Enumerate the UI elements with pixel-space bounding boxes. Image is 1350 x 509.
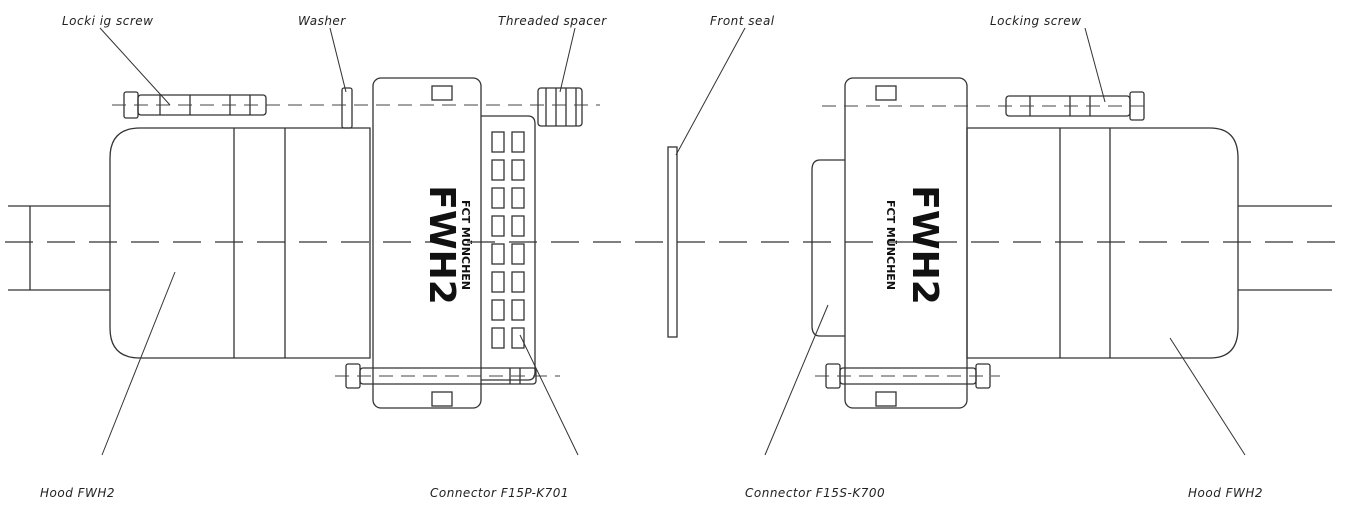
cable-left [8, 205, 110, 291]
cable-right [1238, 205, 1332, 291]
label-locking-screw-left: Locki ig screw [62, 14, 154, 28]
housing-right-text: FWH2 FCT MÜNCHEN [884, 185, 945, 304]
leader-washer [329, 27, 347, 93]
housing-left-model: FWH2 [421, 185, 462, 304]
hood-left [109, 127, 371, 359]
leader-hood-left [101, 271, 176, 456]
label-threaded-spacer: Threaded spacer [498, 14, 607, 28]
label-washer: Washer [298, 14, 346, 28]
housing-left-text: FWH2 FCT MÜNCHEN [421, 185, 473, 304]
leader-locking-screw-right [1084, 27, 1106, 103]
label-hood-left: Hood FWH2 [40, 486, 116, 500]
leader-locking-screw-left [99, 27, 171, 106]
housing-right-model: FWH2 [904, 185, 945, 304]
connector-housing-left [372, 77, 482, 409]
label-connector-right: Connector F15S-K700 [745, 486, 886, 500]
hood-right [966, 127, 1239, 359]
label-locking-screw-right: Locking screw [990, 14, 1082, 28]
washer-left [341, 87, 353, 129]
locking-screw-left-bottom [345, 363, 537, 389]
front-seal [667, 146, 678, 338]
leader-connector-right [764, 304, 829, 456]
leader-threaded-spacer [559, 27, 576, 93]
threaded-spacer [537, 87, 583, 127]
connector-shell-left [481, 115, 536, 381]
leader-hood-right [1169, 337, 1246, 456]
pin-row-left [491, 131, 525, 349]
leader-front-seal [675, 27, 746, 156]
connector-shell-right [811, 159, 845, 337]
label-hood-right: Hood FWH2 [1188, 486, 1264, 500]
label-front-seal: Front seal [710, 14, 775, 28]
label-connector-left: Connector F15P-K701 [430, 486, 570, 500]
housing-right-maker: FCT MÜNCHEN [884, 200, 898, 290]
leader-connector-left [519, 334, 579, 456]
housing-left-maker: FCT MÜNCHEN [459, 200, 473, 290]
